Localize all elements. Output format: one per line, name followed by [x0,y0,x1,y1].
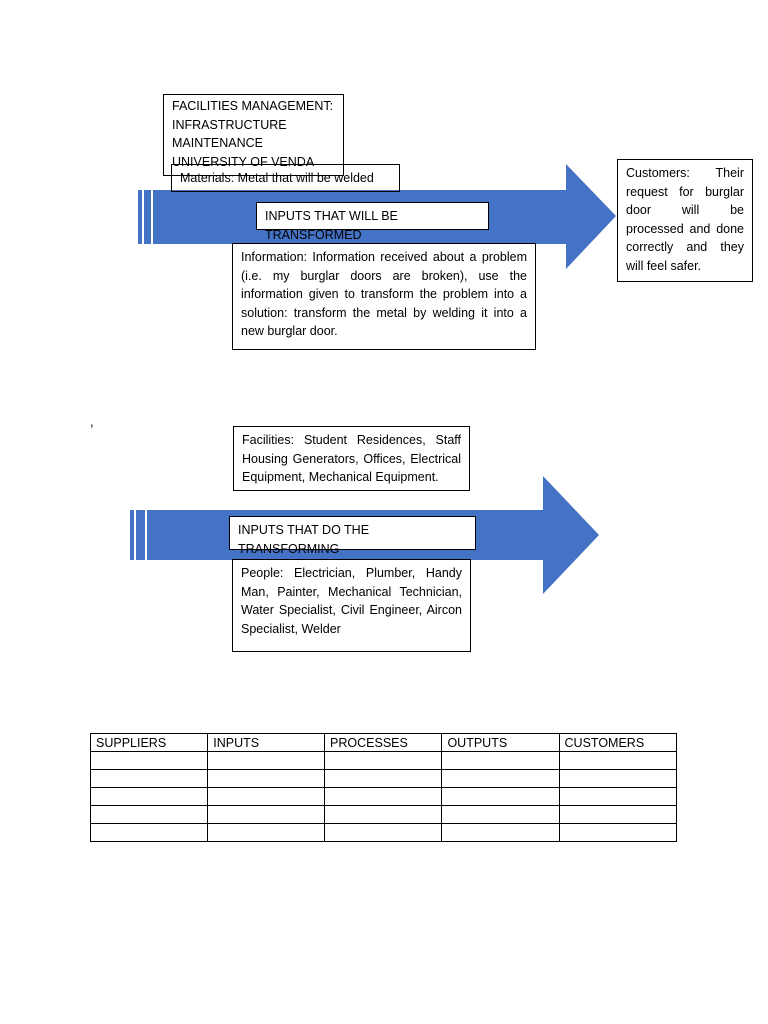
materials-text: Materials: Metal that will be welded [180,171,374,185]
table-cell [89,751,209,770]
bottom-arrow-label-text: INPUTS THAT DO THE TRANSFORMING [238,523,370,556]
facilities-text: Facilities: Student Residences, Staff Ho… [242,433,461,484]
table-cell [558,805,678,824]
table-row [89,787,678,806]
table-cell [207,787,326,806]
stray-mark: , [90,414,94,429]
table-cell [324,769,443,788]
table-cell [441,787,560,806]
table-cell [441,769,560,788]
bottom-arrow-stripe-1 [130,510,134,560]
table-cell [207,751,326,770]
header-suppliers: SUPPLIERS [89,733,209,752]
title-box: FACILITIES MANAGEMENT: INFRASTRUCTURE MA… [163,94,344,176]
header-outputs: OUTPUTS [441,733,560,752]
table-cell [441,823,560,842]
table-header-row: SUPPLIERS INPUTS PROCESSES OUTPUTS CUSTO… [89,733,678,752]
top-arrow-stripe-1 [138,190,142,244]
header-processes: PROCESSES [324,733,443,752]
table-cell [324,751,443,770]
sipoc-table: SUPPLIERS INPUTS PROCESSES OUTPUTS CUSTO… [89,733,678,842]
information-text: Information: Information received about … [241,250,527,338]
customers-text: Customers: Their request for burglar doo… [626,166,744,273]
top-arrow-label: INPUTS THAT WILL BE TRANSFORMED [256,202,489,242]
table-cell [558,823,678,842]
customers-box: Customers: Their request for burglar doo… [617,159,753,282]
table-cell [89,769,209,788]
table-cell [558,787,678,806]
table-cell [558,751,678,770]
table-cell [324,805,443,824]
table-cell [207,769,326,788]
table-cell [558,769,678,788]
header-customers: CUSTOMERS [558,733,678,752]
table-cell [207,823,326,842]
table-cell [441,751,560,770]
table-row [89,769,678,788]
table-cell [441,805,560,824]
table-cell [89,787,209,806]
people-text: People: Electrician, Plumber, Handy Man,… [241,566,462,636]
table-row [89,823,678,842]
table-cell [207,805,326,824]
table-cell [324,823,443,842]
table-row [89,805,678,824]
top-arrow-label-text: INPUTS THAT WILL BE TRANSFORMED [265,209,398,242]
title-text: FACILITIES MANAGEMENT: INFRASTRUCTURE MA… [172,99,334,169]
table-body [89,751,678,842]
bottom-arrow-label: INPUTS THAT DO THE TRANSFORMING [229,516,476,556]
facilities-box: Facilities: Student Residences, Staff Ho… [233,426,470,491]
materials-box: Materials: Metal that will be welded [171,164,400,192]
people-box: People: Electrician, Plumber, Handy Man,… [232,559,471,652]
table-cell [324,787,443,806]
header-inputs: INPUTS [207,733,326,752]
bottom-arrow-stripe-2 [136,510,145,560]
table-cell [89,823,209,842]
top-arrow-stripe-2 [144,190,151,244]
information-box: Information: Information received about … [232,243,536,350]
table-cell [89,805,209,824]
table-row [89,751,678,770]
